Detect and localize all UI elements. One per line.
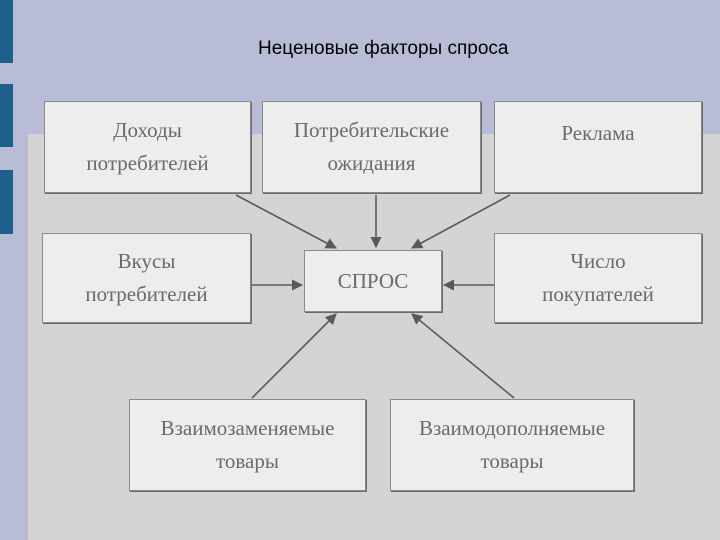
arrow-advertising [411, 194, 511, 249]
accent-bar [0, 170, 13, 234]
arrow-income [235, 194, 337, 249]
factor-complements-box: Взаимодополняемые товары [390, 399, 634, 491]
factor-income-box: Доходы потребителей [44, 101, 251, 193]
factor-advertising-box: Реклама [494, 101, 702, 193]
factor-tastes-box: Вкусы потребителей [42, 233, 251, 323]
accent-bar [0, 0, 13, 63]
factor-buyers-box: Число покупателей [494, 233, 702, 323]
factor-expectations-box: Потребительские ожидания [262, 101, 481, 193]
left-decoration [0, 0, 14, 540]
arrow-complements [411, 313, 515, 399]
demand-center-box: СПРОС [304, 250, 442, 312]
arrow-substitutes [251, 313, 337, 399]
slide-title: Неценовые факторы спроса [258, 38, 509, 59]
factor-substitutes-box: Взаимозаменяемые товары [129, 399, 366, 491]
accent-bar [0, 84, 13, 147]
